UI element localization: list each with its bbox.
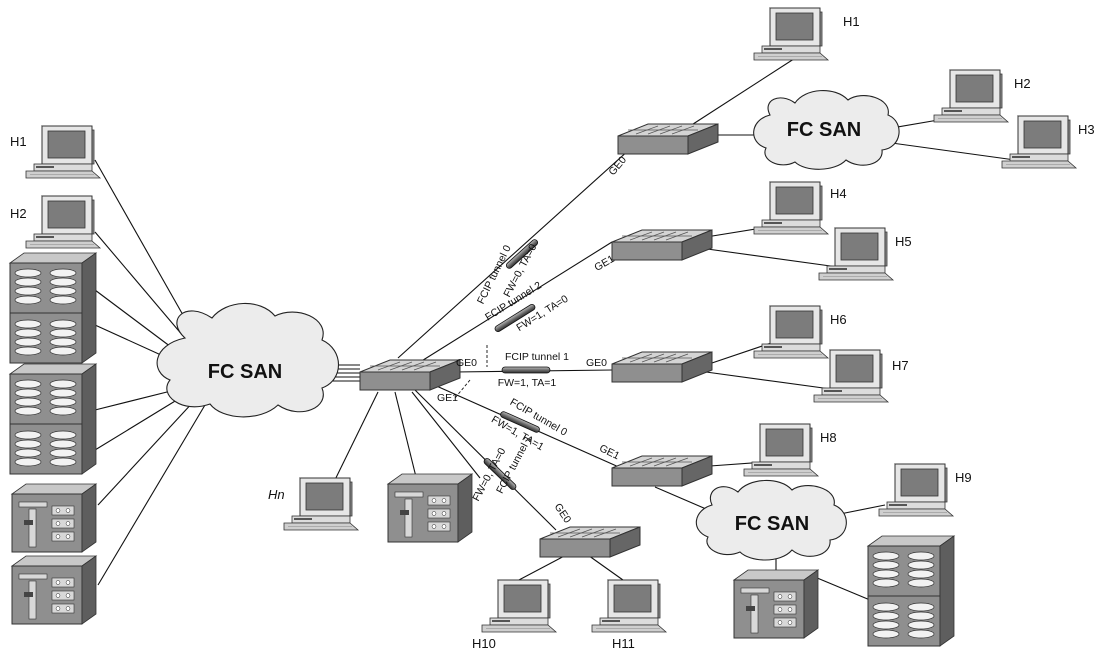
host-label: H1	[843, 14, 860, 29]
port-label: GE0	[586, 357, 607, 369]
tunnel-name-label: FCIP tunnel 1	[505, 351, 569, 363]
tunnel-tube-0-lower	[500, 411, 540, 433]
host-computer-icon	[1001, 115, 1077, 169]
host-computer-icon	[878, 463, 954, 517]
storage-array-icon	[10, 364, 96, 474]
host-label: Hn	[268, 487, 285, 502]
port-label: GE0	[456, 357, 477, 369]
storage-array-icon	[10, 253, 96, 363]
host-label: H2	[10, 206, 27, 221]
host-label: H5	[895, 234, 912, 249]
fc-san-cloud-bottom-right: FC SAN	[695, 479, 847, 561]
host-label: H6	[830, 312, 847, 327]
host-computer-icon	[743, 423, 819, 477]
tunnel-tube-1-middle	[501, 366, 551, 374]
server-unit-icon	[387, 473, 473, 543]
host-label: H7	[892, 358, 909, 373]
host-label: H3	[1078, 122, 1095, 137]
switch-icon	[617, 123, 719, 155]
tunnel-tube-2	[494, 304, 536, 332]
host-computer-icon	[591, 579, 667, 633]
host-computer-icon	[753, 181, 829, 235]
host-computer-icon	[818, 227, 894, 281]
tunnel-tube-0-upper	[505, 239, 539, 269]
host-label: H2	[1014, 76, 1031, 91]
center-switch-icon	[359, 359, 461, 391]
host-computer-icon	[481, 579, 557, 633]
port-label: GE1	[437, 392, 458, 404]
storage-array-icon	[868, 536, 954, 646]
host-label: H1	[10, 134, 27, 149]
switch-icon	[611, 351, 713, 383]
server-unit-icon	[11, 483, 97, 553]
host-computer-icon	[753, 305, 829, 359]
switch-icon	[611, 455, 713, 487]
host-computer-icon	[753, 7, 829, 61]
host-label: H11	[612, 636, 635, 651]
switch-icon	[611, 229, 713, 261]
host-computer-icon	[25, 195, 101, 249]
server-unit-icon	[733, 569, 819, 639]
port-label: GE0	[606, 154, 629, 178]
host-label: H10	[472, 636, 496, 651]
tunnel-params-label: FW=1, TA=1	[498, 377, 557, 389]
host-computer-icon	[283, 477, 359, 531]
host-label: H4	[830, 186, 847, 201]
host-label: H9	[955, 470, 972, 485]
fc-san-label-main: FC SAN	[208, 361, 282, 383]
fc-san-label-top-right: FC SAN	[787, 119, 861, 141]
fc-san-cloud-main: FC SAN	[156, 302, 339, 418]
host-label: H8	[820, 430, 837, 445]
fc-san-cloud-top-right: FC SAN	[753, 90, 900, 170]
host-computer-icon	[25, 125, 101, 179]
port-markers	[454, 345, 488, 399]
switch-icon	[539, 526, 641, 558]
host-computer-icon	[933, 69, 1009, 123]
port-label: GE0	[552, 501, 574, 525]
server-unit-icon	[11, 555, 97, 625]
fc-san-label-bottom-right: FC SAN	[735, 513, 809, 535]
